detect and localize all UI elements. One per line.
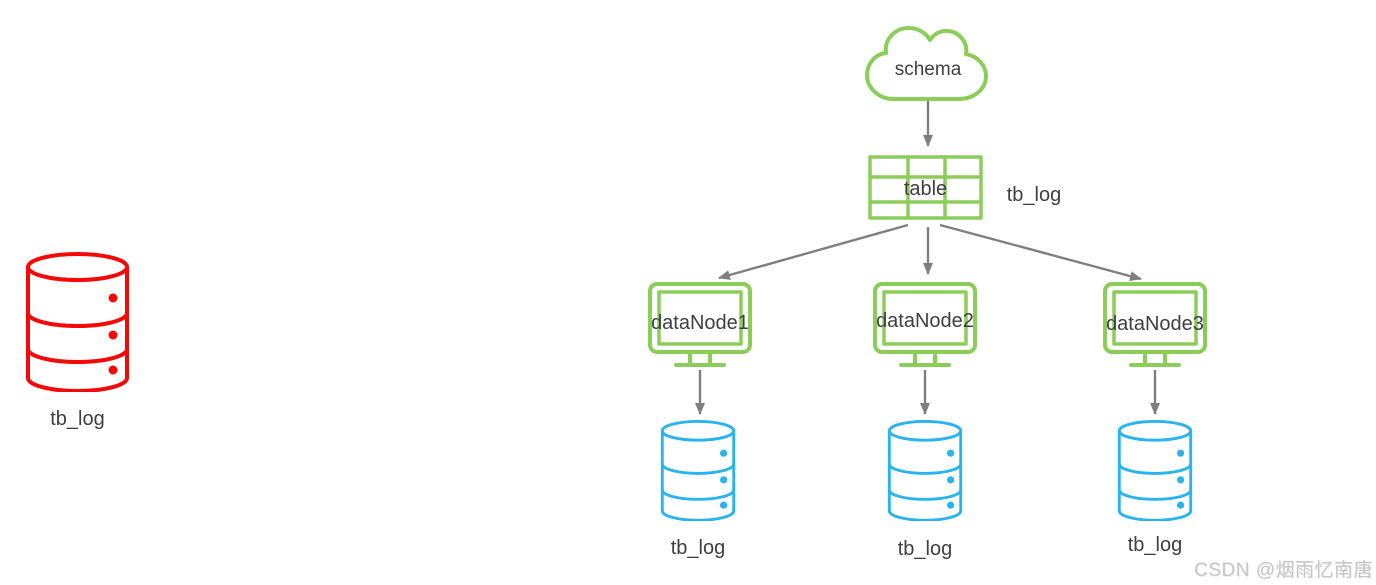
datanode-label: dataNode2 — [876, 310, 974, 332]
watermark: CSDN @烟雨忆南唐 — [1194, 560, 1373, 581]
database-label: tb_log — [1127, 534, 1183, 556]
database-label: tb_log — [50, 408, 105, 430]
datanode-label: dataNode1 — [651, 312, 749, 334]
arrow-table-to-datanode3 — [939, 223, 1142, 281]
database-icon — [26, 252, 129, 392]
schema-label: schema — [894, 59, 962, 80]
monitor-icon — [648, 282, 752, 367]
table-annotation: tb_log — [1006, 184, 1062, 206]
monitor-icon — [1103, 282, 1207, 367]
database-label: tb_log — [670, 537, 726, 559]
datanode-label: dataNode3 — [1106, 313, 1204, 335]
monitor-icon — [873, 282, 977, 367]
table-label: table — [903, 178, 948, 200]
cloud-icon — [865, 26, 988, 101]
database-label: tb_log — [897, 538, 953, 560]
database-icon — [660, 420, 736, 521]
table-icon — [868, 155, 983, 220]
arrow-table-to-datanode1 — [718, 223, 909, 280]
database-icon — [1117, 420, 1193, 521]
database-icon — [887, 420, 963, 521]
